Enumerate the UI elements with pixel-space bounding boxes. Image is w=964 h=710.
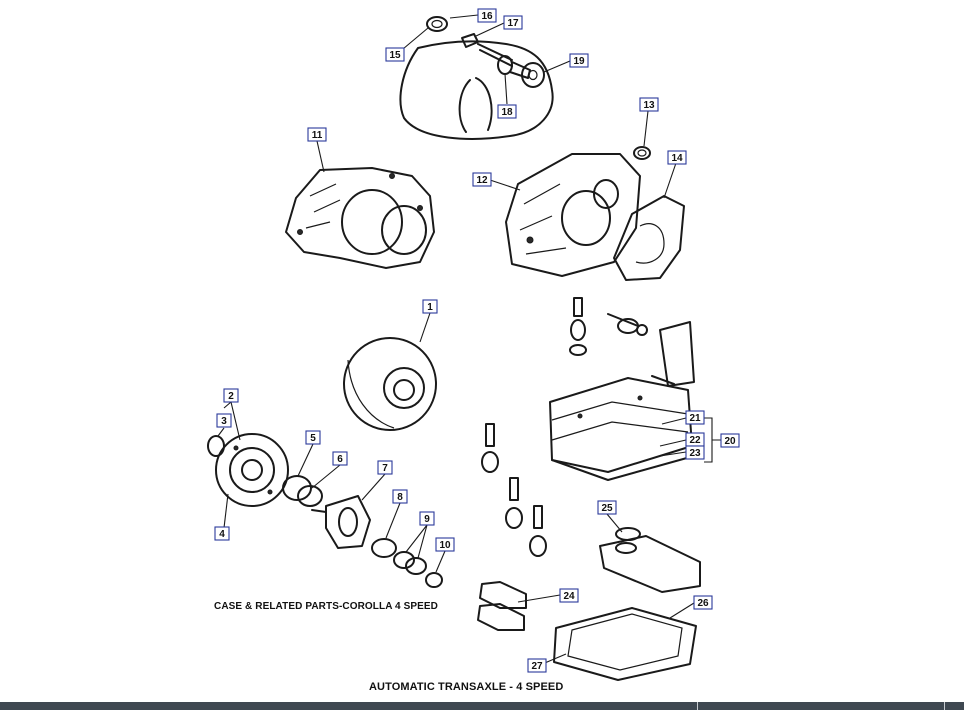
callout-27: 27 [527,658,547,673]
callout-11: 11 [307,127,327,142]
callout-label: 18 [501,107,513,118]
callout-label: 26 [697,598,709,609]
callout-label: 1 [427,302,433,313]
callout-label: 2 [228,391,234,402]
pump-seal-3-drawing [207,435,225,457]
callout-label: 22 [689,435,701,446]
transaxle-case-11-drawing [285,167,435,269]
callout-19: 19 [569,53,589,68]
callout-label: 10 [439,540,451,551]
callout-label: 13 [643,100,655,111]
extension-cover-14-drawing [613,195,685,281]
callout-21: 21 [685,410,705,425]
gear-19-drawing [521,62,545,88]
callout-2: 2 [223,388,239,403]
callout-label: 19 [573,56,585,67]
footer-separator [944,702,945,710]
callout-14: 14 [667,150,687,165]
seal-ring-10-drawing [425,572,443,588]
callout-label: 12 [476,175,488,186]
callout-5: 5 [305,430,321,445]
transaxle-housing-12-drawing [505,153,641,277]
callout-1: 1 [422,299,438,314]
callout-label: 7 [382,463,388,474]
callout-13: 13 [639,97,659,112]
callout-label: 21 [689,413,701,424]
snap-rings-9-drawing [393,551,427,575]
callout-label: 11 [312,130,323,141]
callout-label: 20 [724,436,736,447]
valve-spools-drawing [481,297,648,557]
callout-label: 3 [221,416,227,427]
callout-20: 20 [720,433,740,448]
gasket-5-drawing [282,475,312,501]
diagram-title: AUTOMATIC TRANSAXLE - 4 SPEED [369,681,564,693]
oil-pan-26-drawing [553,607,697,681]
gasket-24-drawing [477,581,527,631]
callout-25: 25 [597,500,617,515]
callout-12: 12 [472,172,492,187]
thrust-washer-8-drawing [371,538,397,558]
case-parts-caption: CASE & RELATED PARTS-COROLLA 4 SPEED [214,601,438,612]
torque-converter-1-drawing [343,337,437,431]
callout-24: 24 [559,588,579,603]
callout-label: 8 [397,492,403,503]
converter-housing-cover-drawing [399,40,554,140]
callout-label: 14 [671,153,683,164]
callout-label: 25 [601,503,613,514]
viewer-footer-bar [0,702,964,710]
callout-15: 15 [385,47,405,62]
callout-label: 15 [389,50,401,61]
callout-8: 8 [392,489,408,504]
callout-label: 16 [481,11,493,22]
oil-seal-13-drawing [633,146,651,160]
callout-label: 5 [310,433,316,444]
callout-label: 4 [219,529,225,540]
callout-23: 23 [685,445,705,460]
callout-label: 6 [337,454,343,465]
callout-6: 6 [332,451,348,466]
callout-label: 17 [507,18,519,29]
callout-10: 10 [435,537,455,552]
callout-18: 18 [497,104,517,119]
callout-9: 9 [419,511,435,526]
callout-22: 22 [685,432,705,447]
callout-3: 3 [216,413,232,428]
stator-shaft-7-drawing [311,495,371,549]
oil-strainer-25-drawing [599,527,701,593]
callout-17: 17 [503,15,523,30]
leader-lines [217,14,722,666]
valve-body-20-drawing [549,321,695,481]
callout-7: 7 [377,460,393,475]
callout-label: 27 [531,661,543,672]
footer-separator [697,702,698,710]
callout-label: 24 [563,591,575,602]
gasket-6-drawing [297,485,323,507]
seal-15-drawing [426,16,448,32]
callout-label: 23 [689,448,701,459]
callout-26: 26 [693,595,713,610]
callout-4: 4 [214,526,230,541]
oil-pump-2-drawing [215,433,289,507]
callout-label: 9 [424,514,430,525]
callout-16: 16 [477,8,497,23]
